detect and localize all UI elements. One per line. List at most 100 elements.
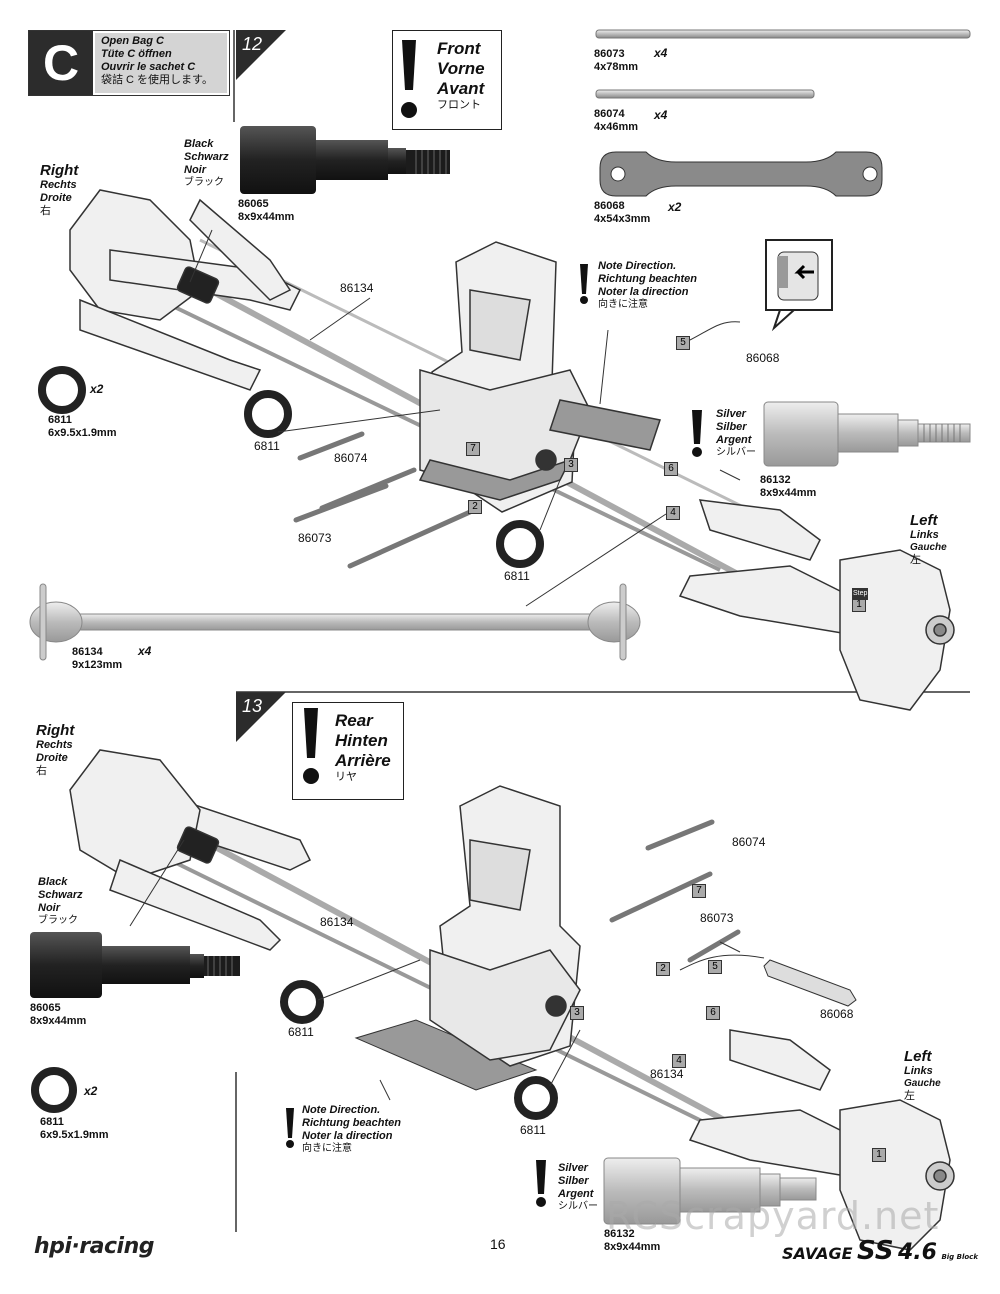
hub-86132-illustration	[763, 401, 971, 467]
bag-letter: C	[29, 31, 93, 95]
silver-en: Silver	[558, 1162, 588, 1174]
right-jp: 右	[36, 765, 47, 777]
front-note-de: Vorne	[437, 59, 485, 78]
step12-number: 12	[242, 34, 263, 54]
silver-fr: Argent	[716, 434, 752, 446]
tag-4-13: 4	[672, 1054, 686, 1068]
savage-logo: SAVAGE SS 4.6 Big Block	[782, 1236, 982, 1272]
silver-jp: シルバー	[558, 1201, 598, 1212]
rod-86073-illustration	[595, 29, 971, 39]
tag-1-13: 1	[872, 1148, 886, 1162]
right-de: Rechts	[40, 179, 77, 191]
tag-5: 5	[676, 336, 690, 350]
callout-6811a: 6811	[254, 439, 280, 453]
step13-left-label: Left Links Gauche 左	[904, 1048, 941, 1103]
part-86132-label: 86132 8x9x44mm	[760, 474, 816, 500]
part-number: 86074	[594, 108, 625, 120]
step12-note-direction: Note Direction. Richtung beachten Noter …	[598, 260, 697, 311]
bag-line-jp: 袋詰 C を使用します。	[101, 74, 213, 86]
savage-version: 4.6	[898, 1240, 937, 1265]
part-number: 86065	[238, 198, 269, 210]
tag-4: 4	[666, 506, 680, 520]
callout-86074-13: 86074	[732, 835, 766, 849]
callout-86068-13: 86068	[820, 1007, 854, 1021]
silver-jp: シルバー	[716, 447, 756, 458]
black-jp: ブラック	[38, 915, 78, 926]
left-de: Links	[910, 529, 939, 541]
part-86132-label-13: 86132 8x9x44mm	[604, 1228, 660, 1254]
callout-86074: 86074	[334, 451, 368, 465]
silver-de: Silber	[558, 1175, 589, 1187]
step12-right-label: Right Rechts Droite 右	[40, 162, 78, 218]
step12-marker	[233, 30, 286, 122]
bag-line-en: Open Bag C	[101, 35, 164, 47]
note-jp: 向きに注意	[302, 1143, 352, 1154]
right-en: Right	[40, 162, 79, 179]
part-size: 8x9x44mm	[604, 1241, 661, 1253]
silver-fr: Argent	[558, 1188, 594, 1200]
black-en: Black	[38, 876, 68, 888]
tag-3: 3	[564, 458, 578, 472]
step12-black-label: Black Schwarz Noir ブラック	[184, 138, 229, 189]
bag-instructions: Open Bag C Tüte C öffnen Ouvrir le sache…	[95, 33, 227, 93]
step13-marker	[236, 691, 970, 742]
note-en: Note Direction.	[302, 1104, 381, 1116]
part-number: 86065	[30, 1002, 61, 1014]
rear-note-fr: Arrière	[335, 751, 391, 770]
callout-86073: 86073	[298, 531, 332, 545]
page-number: 16	[490, 1236, 506, 1252]
step12-left-label: Left Links Gauche 左	[910, 512, 947, 567]
part-number: 86068	[594, 200, 625, 212]
callout-6811a-13: 6811	[288, 1025, 314, 1039]
black-en: Black	[184, 138, 214, 150]
rear-note-box: Rear Hinten Arrière リヤ	[292, 702, 404, 800]
bag-header: C Open Bag C Tüte C öffnen Ouvrir le sac…	[28, 30, 230, 96]
note-fr: Noter la direction	[598, 286, 689, 298]
note-jp: 向きに注意	[598, 299, 648, 310]
part-86074-qty: x4	[654, 108, 668, 122]
front-note-box: Front Vorne Avant フロント	[392, 30, 502, 130]
step13-note-direction: Note Direction. Richtung beachten Noter …	[302, 1104, 401, 1155]
part-6811-label: 6811 6x9.5x1.9mm	[48, 414, 117, 440]
right-fr: Droite	[36, 752, 68, 764]
silver-de: Silber	[716, 421, 747, 433]
watermark: RCScrapyard.net	[606, 1194, 940, 1238]
part-size: 6x9.5x1.9mm	[48, 427, 117, 439]
rear-note-de: Hinten	[335, 731, 388, 750]
tag-6: 6	[664, 462, 678, 476]
callout-86068: 86068	[746, 351, 780, 365]
direction-inset	[765, 239, 833, 332]
rod-86074-illustration	[595, 89, 815, 99]
front-note-fr: Avant	[437, 79, 485, 98]
rear-note-en: Rear	[335, 711, 373, 730]
note-fr: Noter la direction	[302, 1130, 393, 1142]
callout-6811b: 6811	[504, 569, 530, 583]
part-size: 4x46mm	[594, 121, 639, 133]
part-6811-qty: x2	[90, 382, 104, 396]
callout-86134: 86134	[340, 281, 374, 295]
part-number: 6811	[48, 414, 72, 426]
step12-silver-label: Silver Silber Argent シルバー	[716, 408, 756, 459]
right-jp: 右	[40, 205, 51, 217]
link-86068-illustration-13	[763, 959, 857, 1007]
callout-86134b-13: 86134	[650, 1067, 684, 1081]
step13-silver-label: Silver Silber Argent シルバー	[558, 1162, 598, 1213]
step13-assembly	[69, 749, 955, 1251]
front-note-jp: フロント	[437, 99, 481, 111]
bag-line-de: Tüte C öffnen	[101, 48, 172, 60]
left-en: Left	[904, 1048, 932, 1065]
loose-pins-step13	[609, 819, 741, 963]
front-note-en: Front	[437, 39, 481, 58]
black-jp: ブラック	[184, 177, 224, 188]
hpi-racing-logo: hpi·racing	[34, 1234, 155, 1259]
right-de: Rechts	[36, 739, 73, 751]
right-en: Right	[36, 722, 75, 739]
step12-assembly	[69, 189, 955, 711]
tag-7: 7	[466, 442, 480, 456]
left-fr: Gauche	[910, 542, 947, 553]
part-86073-qty: x4	[654, 46, 668, 60]
bag-line-fr: Ouvrir le sachet C	[101, 61, 196, 73]
callout-86073-13: 86073	[700, 911, 734, 925]
part-86065-label-13: 86065 8x9x44mm	[30, 1002, 86, 1028]
part-86065-label: 86065 8x9x44mm	[238, 198, 294, 224]
